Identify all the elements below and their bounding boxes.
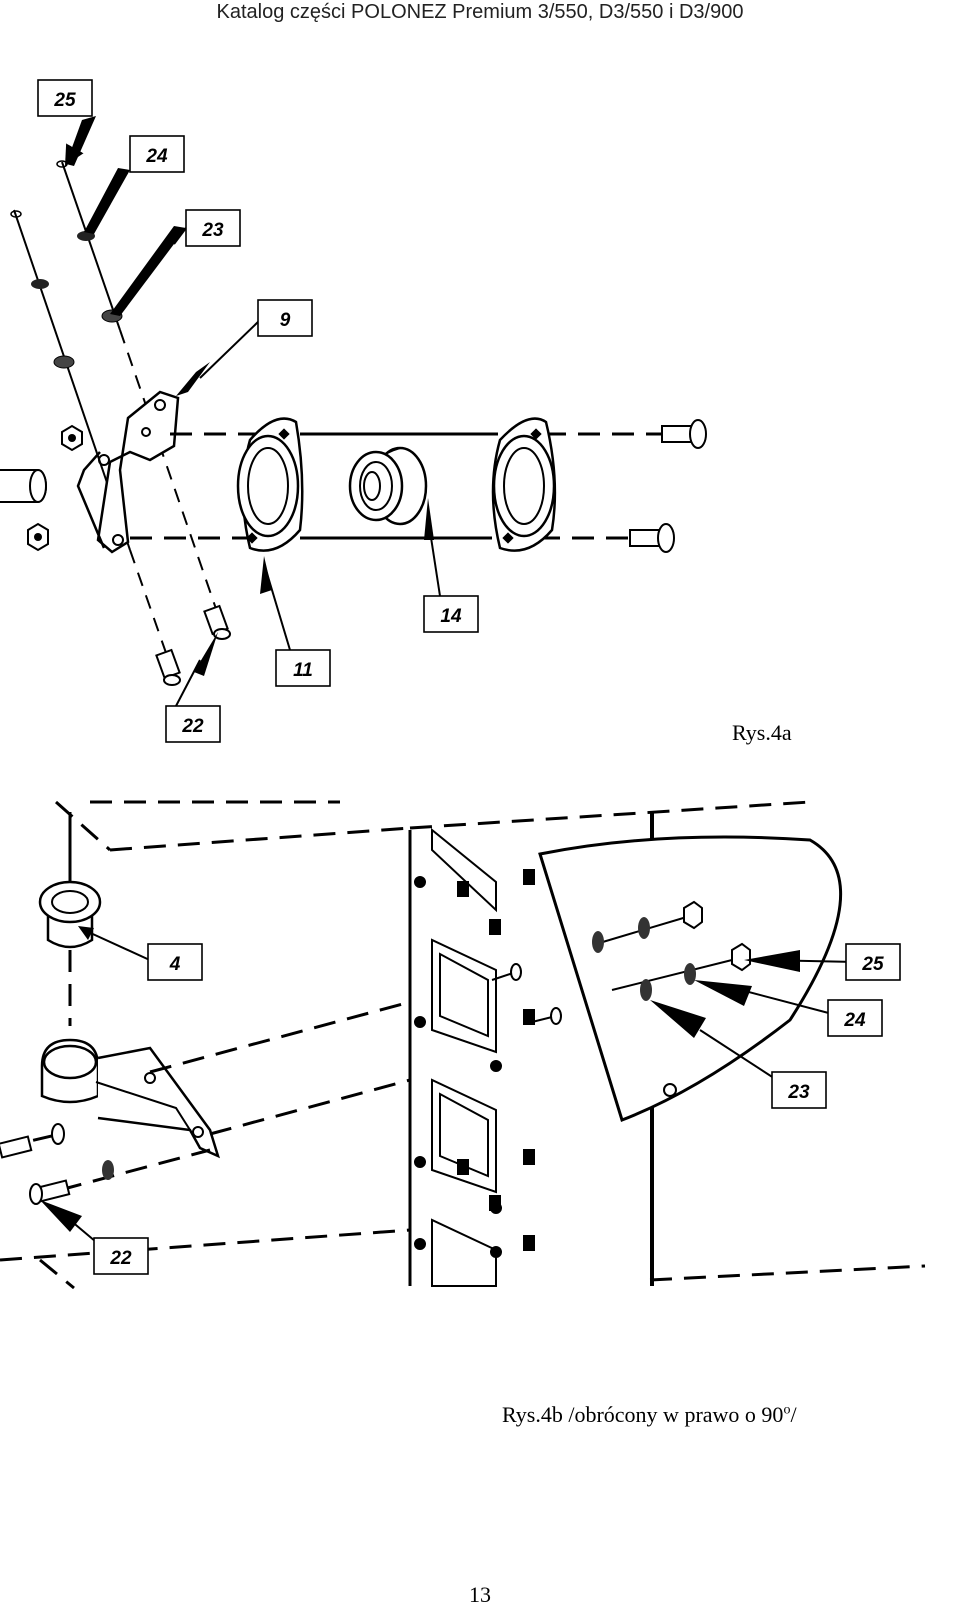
label-4: 4: [147, 943, 203, 981]
figure-4a-exploded-view: 25 24 23 9 14 11 22: [0, 79, 707, 743]
label-22: 22: [93, 1237, 149, 1275]
hex-nut: [731, 942, 751, 972]
svg-text:22: 22: [109, 1248, 132, 1269]
label-25: 25: [37, 79, 93, 117]
svg-text:14: 14: [440, 606, 462, 627]
leader-24: [84, 168, 130, 234]
lock-washer: [77, 231, 95, 241]
bolt-part-22: [155, 648, 181, 680]
svg-text:11: 11: [293, 660, 313, 681]
figure-4b-caption: Rys.4b /obrócony w prawo o 90o/: [502, 1402, 797, 1428]
bracket-part-9: [96, 390, 180, 554]
svg-text:22: 22: [181, 716, 204, 737]
label-23: 23: [771, 1071, 827, 1109]
label-9: 9: [257, 299, 313, 337]
figure-4a-caption: Rys.4a: [732, 720, 792, 745]
svg-text:23: 23: [201, 220, 224, 241]
figure-4b-caption-end: /: [790, 1402, 797, 1427]
assembly-axis-left-dashed: [129, 549, 173, 671]
bushing-part-4: [46, 912, 94, 949]
leader-22: [175, 659, 201, 707]
svg-text:4: 4: [169, 954, 181, 975]
slot-pattern: [414, 827, 535, 1287]
leader-4: [83, 929, 155, 963]
figure-4b-exploded-view: 4 25 24 23 22: [0, 800, 926, 1290]
washer-small: [10, 210, 22, 218]
hex-nut: [683, 900, 703, 930]
svg-text:23: 23: [787, 1082, 810, 1103]
svg-text:24: 24: [843, 1010, 866, 1031]
figure-4b-caption-main: Rys.4b /obrócony w prawo o 90: [502, 1402, 784, 1427]
label-25: 25: [845, 943, 901, 981]
leader-23: [699, 1029, 781, 1083]
flat-washer: [53, 355, 75, 369]
label-24: 24: [827, 999, 883, 1037]
page-number: 13: [469, 1582, 491, 1607]
label-22: 22: [165, 705, 221, 743]
svg-text:25: 25: [53, 90, 76, 111]
svg-text:25: 25: [861, 954, 884, 975]
figure-4b-caption-degree: o: [783, 1402, 791, 1418]
label-24: 24: [129, 135, 185, 173]
label-11: 11: [275, 649, 331, 687]
svg-text:9: 9: [280, 310, 291, 331]
label-23: 23: [185, 209, 241, 247]
leader-9: [199, 319, 261, 379]
lock-washer: [31, 279, 49, 289]
svg-text:24: 24: [145, 146, 168, 167]
page-header: Katalog części POLONEZ Premium 3/550, D3…: [216, 1, 744, 23]
leader-23: [110, 226, 186, 316]
assembly-axis-right-dashed: [119, 329, 226, 636]
label-14: 14: [423, 595, 479, 633]
assembly-axis-right: [61, 161, 121, 331]
